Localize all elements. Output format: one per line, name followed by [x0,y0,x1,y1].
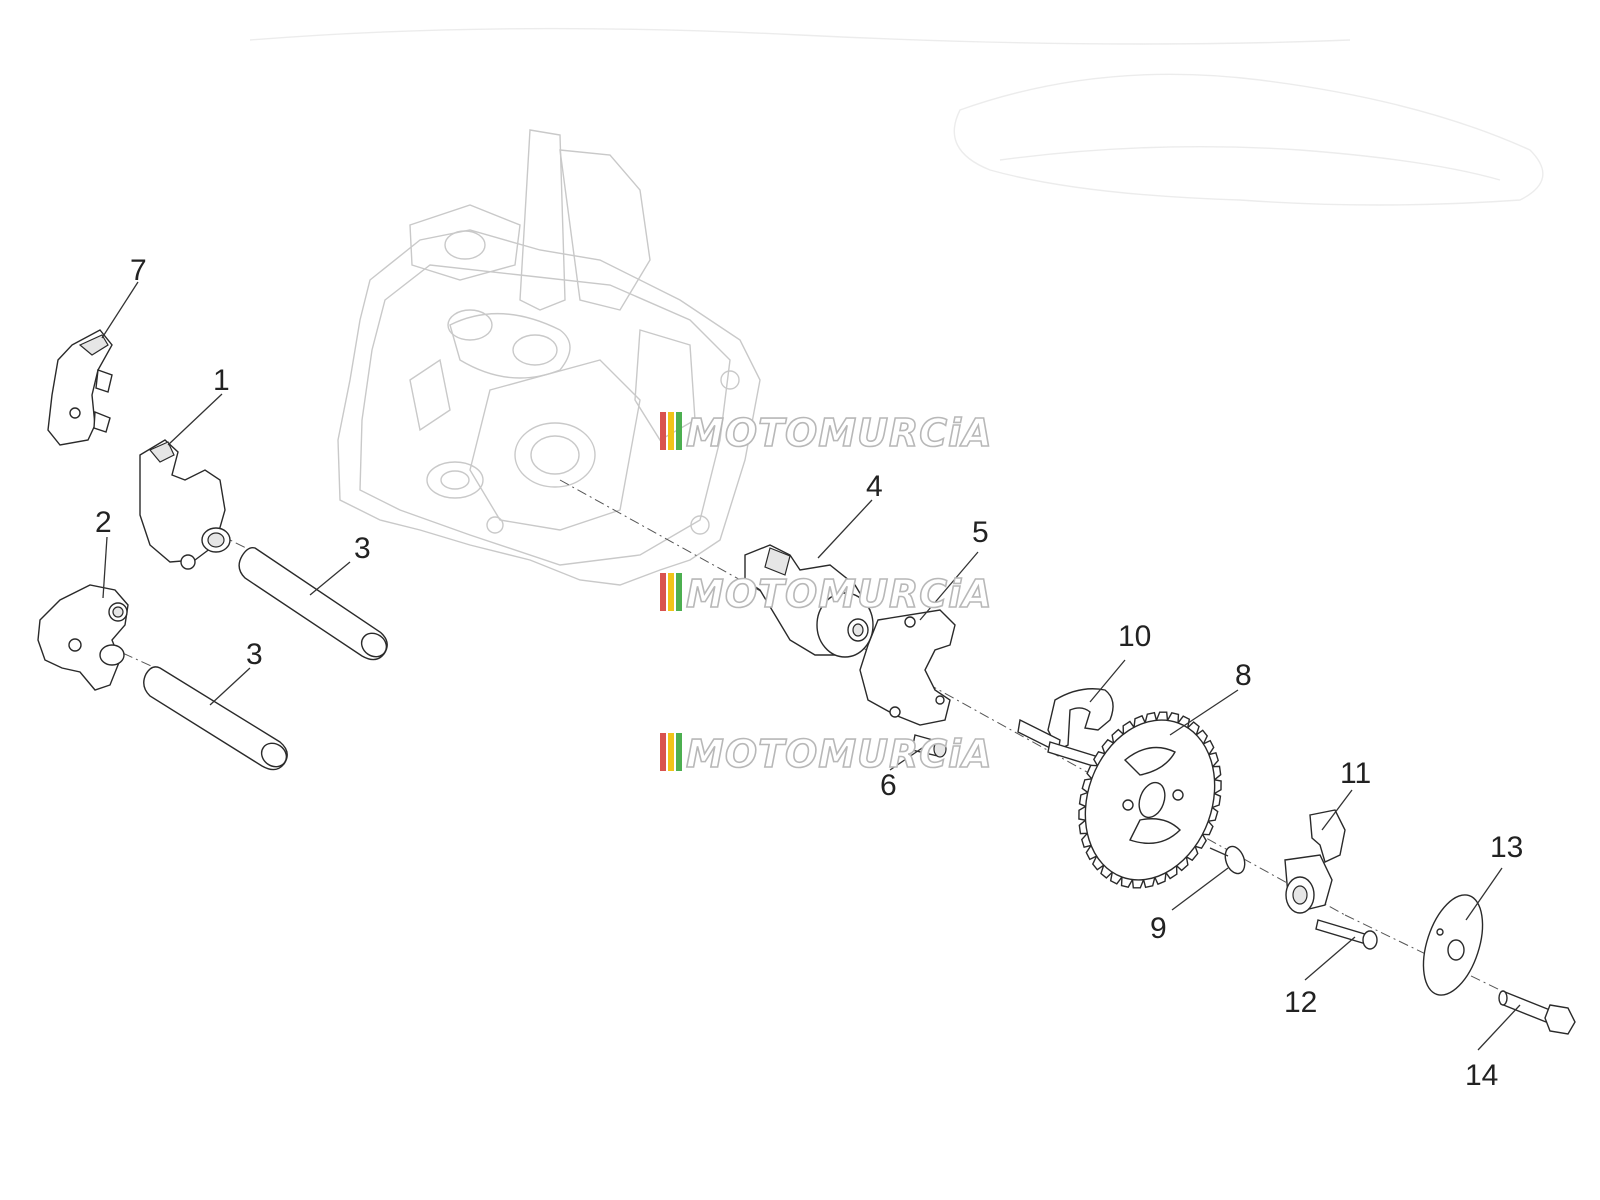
sprocket-tooth [1176,856,1189,872]
callout-1: 1 [213,364,230,397]
callout-11: 11 [1340,757,1371,790]
sprocket-tooth [1133,714,1146,728]
sprocket-tooth [1100,864,1113,879]
watermark-stripe-yellow [668,573,674,611]
sprocket-tooth [1165,865,1178,880]
sprocket-tooth [1195,729,1209,745]
background-ghost-linework [249,27,1544,206]
sprocket-tooth [1081,778,1092,794]
callout-2: 2 [95,506,112,539]
watermark-stripe-red [660,573,666,611]
sprocket-tooth [1154,872,1167,886]
callout-12: 12 [1284,986,1317,1019]
sprocket-tooth [1085,845,1097,861]
sprocket-tooth [1078,805,1087,821]
callout-8: 8 [1235,659,1252,692]
sprocket-tooth [1208,751,1220,768]
callout-10: 9 [1150,912,1167,945]
sprocket-tooth [1187,721,1200,736]
part-13-washer [1422,894,1484,996]
sprocket-tooth [1213,779,1222,795]
watermark-1: MOTOMURCiA [660,410,993,456]
part-4-camshaft [744,544,874,658]
watermark-stripe-green [676,573,682,611]
sprocket-tooth [1202,820,1214,836]
watermark-stripe-red [660,412,666,450]
sprocket-tooth [1111,728,1124,744]
cylinder-head-ghost [337,129,761,586]
callout-13: 13 [1490,831,1523,864]
callout-5: 5 [972,516,989,549]
part-5-retaining-plate [859,609,956,726]
sprocket-tooth [1086,764,1098,780]
part-11-decompressor-cam [1284,809,1346,914]
watermark-stripe-yellow [668,733,674,771]
sprocket-tooth [1186,846,1199,862]
part-9-decompressor-weight [1017,688,1114,771]
part-14-bolt [1498,990,1576,1035]
callout-9: 10 [1118,620,1151,653]
watermark-text: MOTOMURCiA [686,411,993,455]
sprocket-tooth [1131,879,1145,889]
callout-14: 14 [1465,1059,1498,1092]
leader-lines [101,281,1521,1051]
callout-4: 4 [866,470,883,503]
sprocket-tooth [1203,739,1215,755]
sprocket-tooth [1208,806,1219,822]
part-3-rocker-shaft-upper [238,546,388,661]
sprocket-tooth [1122,720,1135,735]
part-8-sprocket [1078,711,1222,889]
watermark-stripe-green [676,733,682,771]
callout-labels: 7 1 2 3 3 4 5 6 10 8 9 11 12 13 14 [95,254,1523,1092]
sprocket-tooth [1091,855,1105,871]
callout-3-lower: 3 [246,638,263,671]
watermark-stripe-green [676,412,682,450]
watermark-3: MOTOMURCiA [660,731,993,777]
sprocket-tooth [1155,711,1169,721]
part-2-rocker-arm [37,584,129,691]
part-7-retainer [47,329,113,446]
sprocket-tooth [1080,832,1092,849]
watermark-text: MOTOMURCiA [686,572,993,616]
watermark-stripe-red [660,733,666,771]
watermark-text: MOTOMURCiA [686,732,993,776]
callout-7: 7 [130,254,147,287]
callout-3-upper: 3 [354,532,371,565]
watermark-stripe-yellow [668,412,674,450]
part-12-pin [1315,919,1378,950]
sprocket-tooth [1101,738,1114,754]
part-3-rocker-shaft-lower [143,666,288,771]
sprocket-tooth [1093,750,1106,767]
callout-6: 6 [880,769,897,802]
part-10-spring [1209,845,1246,875]
sprocket-tooth [1109,872,1123,885]
watermark-2: MOTOMURCiA [660,571,993,617]
sprocket-tooth [1194,833,1207,850]
part-1-rocker-arm [139,439,231,570]
